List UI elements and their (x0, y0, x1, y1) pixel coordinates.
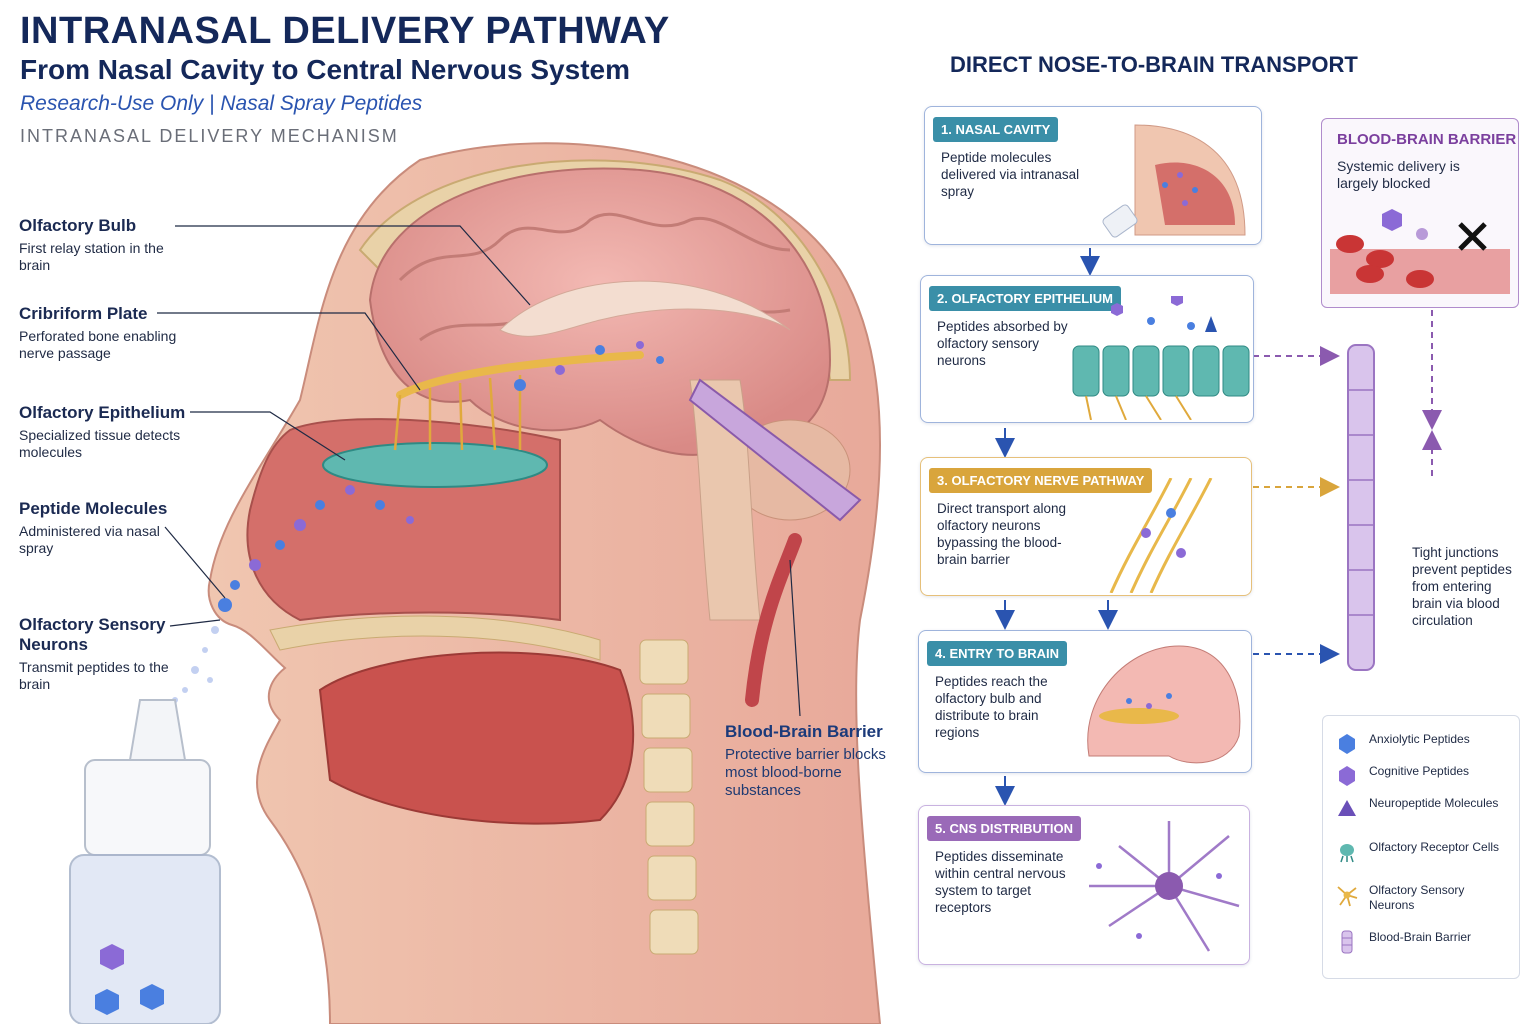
head-anatomy-illustration (69, 142, 882, 1024)
legend-item: Blood-Brain Barrier (1335, 930, 1515, 964)
step-text: Peptides disseminate within central nerv… (935, 849, 1066, 915)
step-nasal-cavity: 1. NASAL CAVITY Peptide molecules delive… (924, 106, 1262, 245)
step-cns-distribution: 5. CNS DISTRIBUTION Peptides disseminate… (918, 805, 1250, 965)
cervical-spine (639, 639, 699, 955)
legend-label: Olfactory Sensory Neurons (1369, 883, 1465, 912)
step-badge: 2. OLFACTORY EPITHELIUM (929, 286, 1122, 311)
label-title: Olfactory Bulb (19, 216, 137, 235)
legend-item: Anxiolytic Peptides (1335, 732, 1515, 766)
legend-label: Cognitive Peptides (1369, 764, 1470, 778)
tagline: Research-Use Only | Nasal Spray Peptides (20, 92, 423, 115)
step-badge: 1. NASAL CAVITY (933, 117, 1059, 142)
palate (269, 615, 601, 661)
spray-mist (172, 626, 219, 703)
barrier-icon (1341, 930, 1353, 954)
step-text: Peptides absorbed by olfactory sensory n… (937, 319, 1068, 368)
label-title: Olfactory Epithelium (19, 403, 186, 422)
olfactory-nerve-fibers (393, 375, 522, 451)
leader-lines (157, 225, 801, 717)
step-badge: 5. CNS DISTRIBUTION (927, 816, 1081, 841)
pathway-title: DIRECT NOSE-TO-BRAIN TRANSPORT (950, 52, 1358, 77)
legend-label: Blood-Brain Barrier (1369, 930, 1472, 944)
step-text: Peptides reach the olfactory bulb and di… (935, 674, 1048, 740)
epithelium-thumbnail (1072, 296, 1250, 420)
label-desc: Specialized tissue detects molecules (19, 427, 181, 460)
label-desc: First relay station in the brain (19, 240, 164, 273)
blood-vessel-blocked-illustration (1330, 209, 1510, 294)
step-olfactory-nerve-pathway: 3. OLFACTORY NERVE PATHWAY Direct transp… (920, 457, 1252, 596)
olfactory-bulb (396, 351, 644, 399)
nerve-pathway-thumbnail (1109, 478, 1213, 593)
step-entry-to-brain: 4. ENTRY TO BRAIN Peptides reach the olf… (918, 630, 1252, 773)
receptor-cell-icon (1340, 844, 1354, 863)
blood-brain-barrier-box: BLOOD-BRAIN BARRIER Systemic delivery is… (1321, 118, 1519, 308)
pathway-connectors (995, 248, 1442, 806)
bbb-vessel (688, 378, 862, 522)
triangle-icon (1338, 800, 1356, 816)
label-title: Peptide Molecules (19, 499, 168, 518)
bbb-box-desc: Systemic delivery is largely blocked (1337, 158, 1460, 191)
mechanism-heading: INTRANASAL DELIVERY MECHANISM (20, 126, 399, 146)
legend: Anxiolytic Peptides Cognitive Peptides N… (1322, 715, 1520, 979)
page-title: INTRANASAL DELIVERY PATHWAY (20, 10, 670, 52)
corpus-callosum (499, 280, 791, 337)
olfactory-epithelium (322, 442, 548, 488)
step-olfactory-epithelium: 2. OLFACTORY EPITHELIUM Peptides absorbe… (920, 275, 1254, 423)
label-peptide-molecules: Peptide Molecules Administered via nasal… (19, 499, 189, 557)
step-text: Peptide molecules delivered via intranas… (941, 150, 1080, 199)
legend-item: Neuropeptide Molecules (1335, 796, 1515, 830)
label-desc: Administered via nasal spray (19, 523, 160, 556)
legend-label: Anxiolytic Peptides (1369, 732, 1470, 746)
label-cribriform-plate: Cribriform Plate Perforated bone enablin… (19, 304, 189, 362)
hexagon-blue-icon (1339, 734, 1355, 754)
label-olfactory-epithelium: Olfactory Epithelium Specialized tissue … (19, 403, 189, 461)
legend-item: Cognitive Peptides (1335, 764, 1515, 798)
legend-label: Olfactory Receptor Cells (1369, 840, 1500, 854)
label-olfactory-bulb: Olfactory Bulb First relay station in th… (19, 216, 189, 274)
neuron-thumbnail (1089, 821, 1240, 952)
label-blood-brain-barrier: Blood-Brain Barrier Protective barrier b… (725, 722, 895, 800)
label-title: Olfactory Sensory Neurons (19, 615, 166, 654)
neuron-icon (1337, 886, 1358, 907)
label-desc: Perforated bone enabling nerve passage (19, 328, 177, 361)
legend-item: Olfactory Receptor Cells (1335, 840, 1515, 874)
bbb-box-title: BLOOD-BRAIN BARRIER (1337, 131, 1517, 148)
label-olfactory-sensory-neurons: Olfactory Sensory Neurons Transmit pepti… (19, 615, 169, 693)
step-badge: 4. ENTRY TO BRAIN (927, 641, 1068, 666)
nasal-spray-bottle (69, 699, 221, 1024)
label-title: Blood-Brain Barrier (725, 722, 883, 741)
peptide-molecules (218, 341, 664, 612)
page-subtitle: From Nasal Cavity to Central Nervous Sys… (20, 54, 630, 85)
label-title: Cribriform Plate (19, 304, 148, 323)
tongue (318, 651, 635, 825)
label-desc: Protective barrier blocks most blood-bor… (725, 746, 886, 799)
barrier-column (1347, 344, 1375, 671)
label-desc: Transmit peptides to the brain (19, 659, 169, 692)
brain-entry-thumbnail (1087, 645, 1241, 764)
step-badge: 3. OLFACTORY NERVE PATHWAY (929, 468, 1153, 493)
artery (745, 533, 802, 707)
legend-item: Olfactory Sensory Neurons (1335, 883, 1515, 917)
nasal-cavity-thumbnail (1102, 124, 1246, 238)
legend-label: Neuropeptide Molecules (1369, 796, 1499, 810)
hexagon-purple-icon (1339, 766, 1355, 786)
tight-junctions-note: Tight junctions prevent peptides from en… (1412, 545, 1512, 628)
blocked-x-icon (1458, 222, 1487, 251)
step-text: Direct transport along olfactory neurons… (937, 501, 1067, 567)
